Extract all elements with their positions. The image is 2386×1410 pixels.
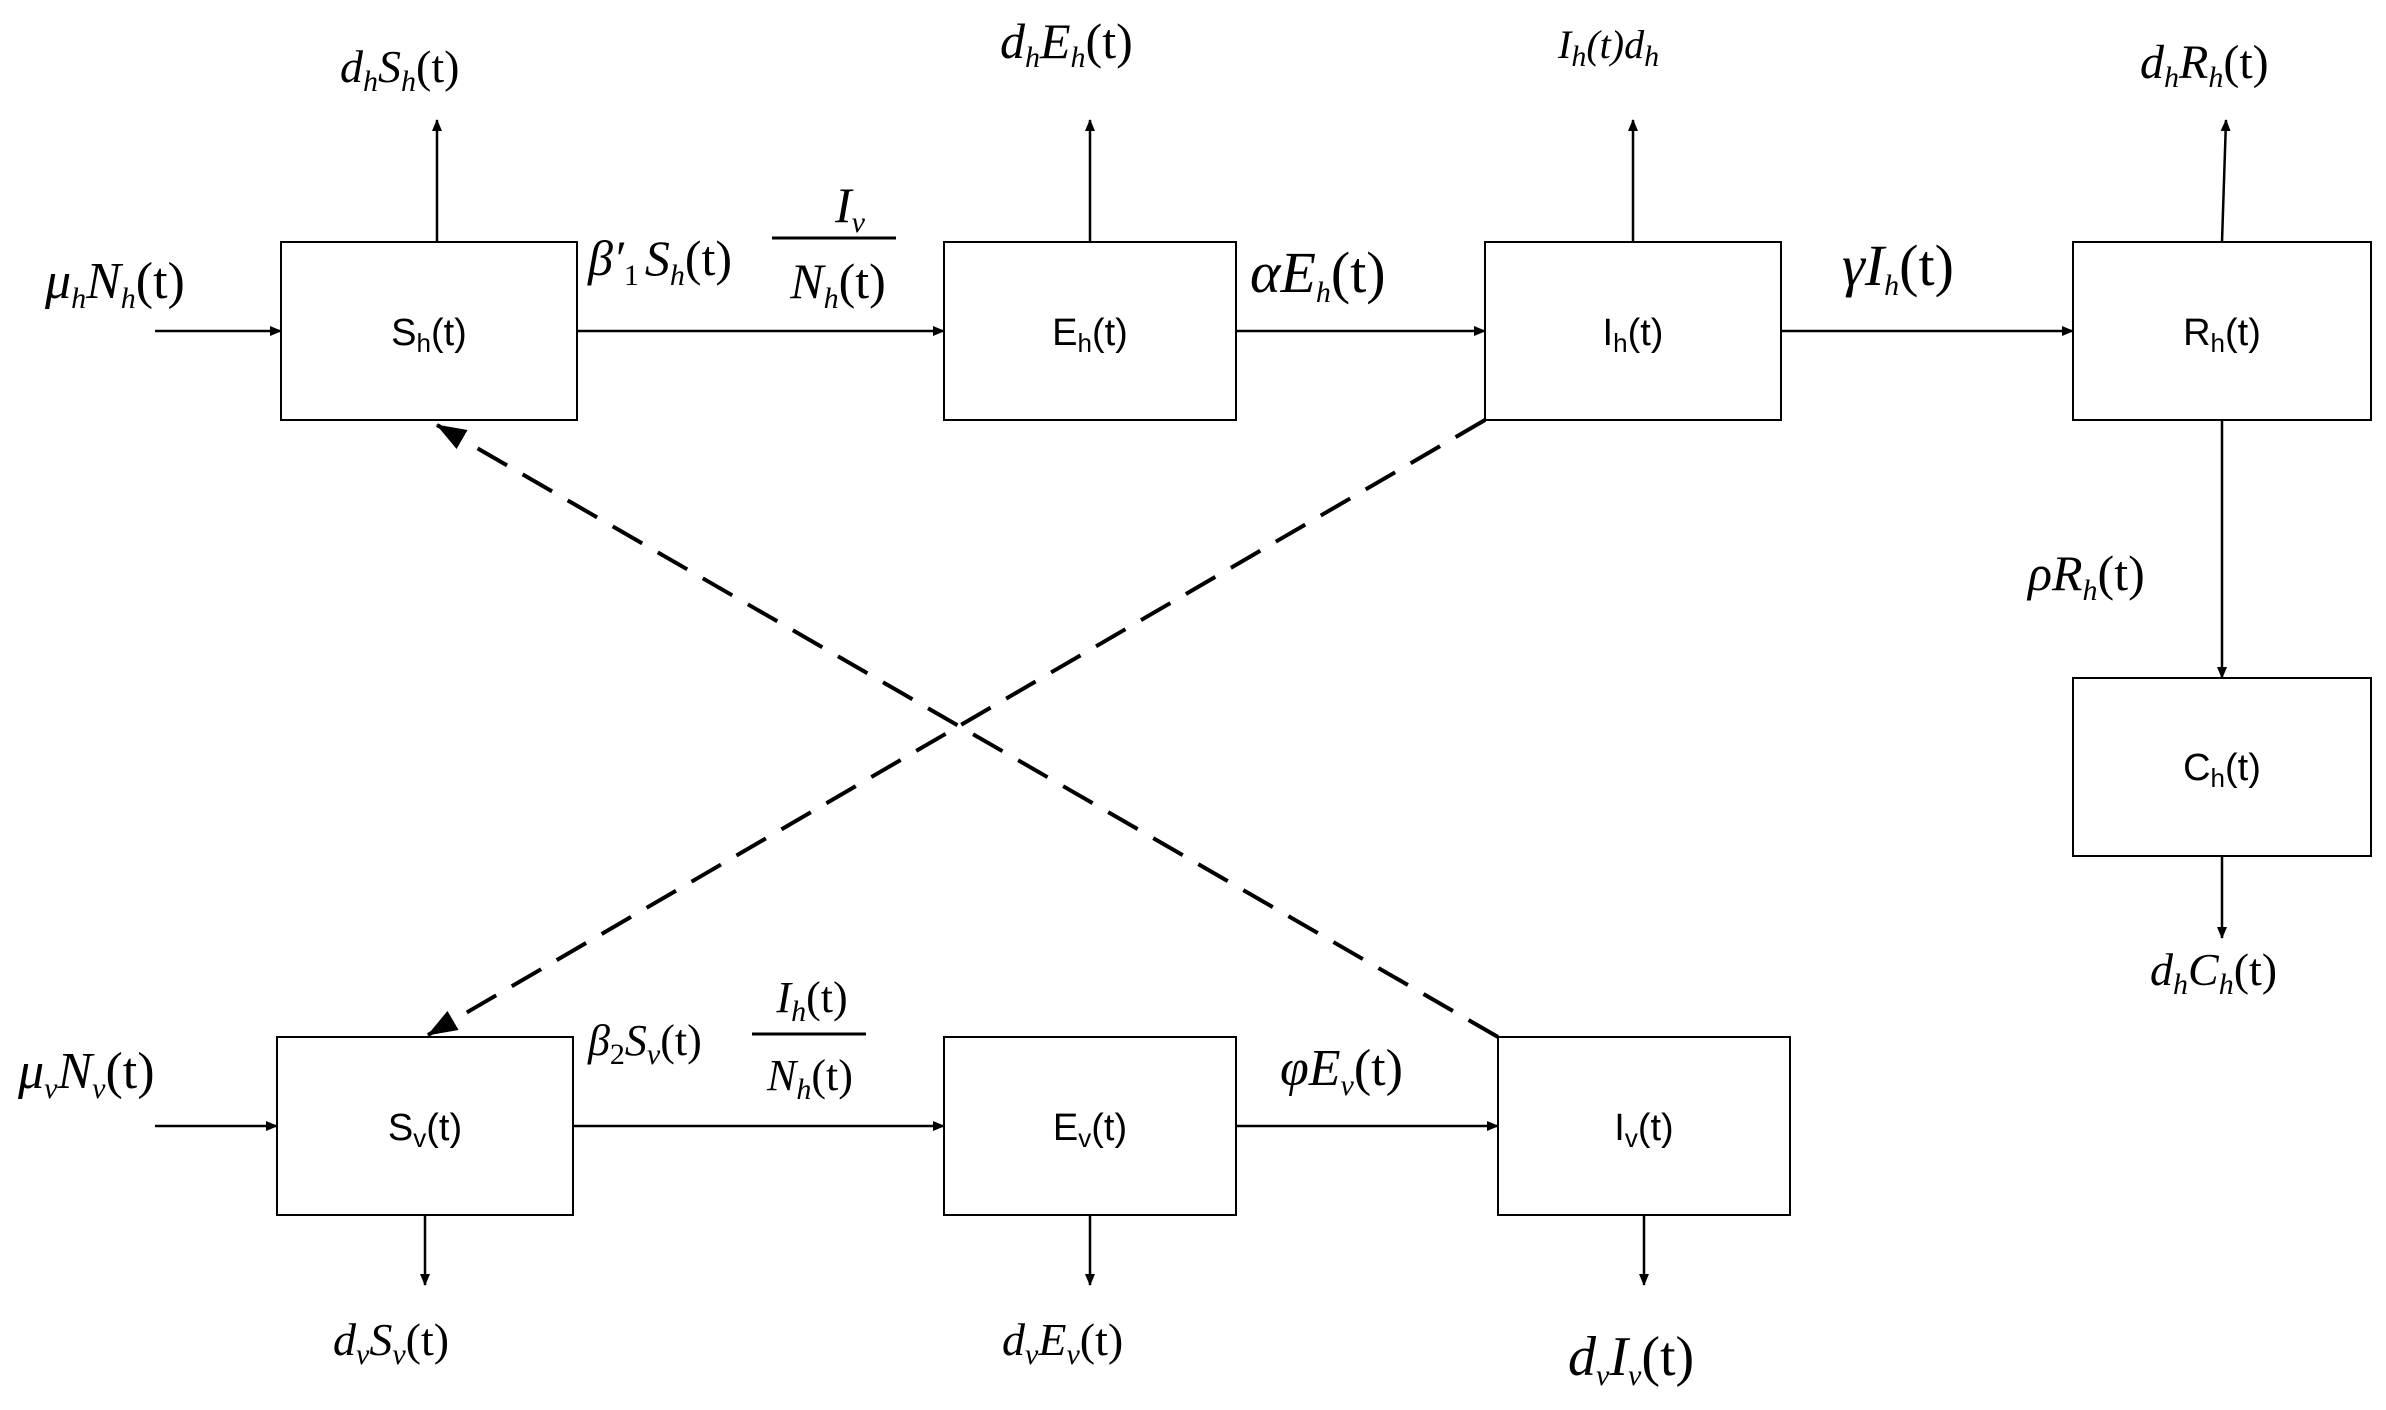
label-progression-v: φEv(t) <box>1280 1040 1403 1102</box>
label-death-Eh: dhEh(t) <box>1000 13 1133 74</box>
dashed-arrow-Iv-to-Sh <box>436 423 1499 1039</box>
svg-text:Ev(t): Ev(t) <box>1053 1107 1127 1153</box>
label-death-Ih: Ih(t)dh <box>1557 22 1659 73</box>
label-progression-h: αEh(t) <box>1250 240 1386 309</box>
svg-text:Ch(t): Ch(t) <box>2183 747 2261 793</box>
svg-text:β′1Sh(t): β′1Sh(t) <box>587 230 732 292</box>
svg-text:Iv: Iv <box>834 177 866 239</box>
dashed-arrow-Ih-to-Sv <box>426 418 1487 1037</box>
box-Sv: Sv(t) <box>276 1036 574 1216</box>
svg-text:Rh(t): Rh(t) <box>2183 312 2261 358</box>
label-death-Iv: dvIv(t) <box>1568 1326 1694 1392</box>
label-chronic-h: ρRh(t) <box>2026 545 2145 607</box>
arrow-death-Rh <box>2220 119 2231 243</box>
box-Eh: Eh(t) <box>943 241 1237 421</box>
svg-text:Eh(t): Eh(t) <box>1052 312 1128 358</box>
box-Ih: Ih(t) <box>1484 241 1782 421</box>
box-Sh: Sh(t) <box>280 241 578 421</box>
label-death-Sv: dvSv(t) <box>333 1314 449 1371</box>
box-Ch: Ch(t) <box>2072 677 2372 857</box>
label-recruitment-v: μvNv(t) <box>17 1043 155 1105</box>
label-infection-v: β2Sv(t) Ih(t) Nh(t) <box>587 973 866 1106</box>
label-recovery-h: γIh(t) <box>1842 233 1954 302</box>
svg-text:Nh(t): Nh(t) <box>766 1051 853 1106</box>
box-Rh: Rh(t) <box>2072 241 2372 421</box>
label-death-Ev: dvEv(t) <box>1002 1314 1123 1371</box>
box-Ev: Ev(t) <box>943 1036 1237 1216</box>
svg-text:Nh(t): Nh(t) <box>789 253 886 315</box>
svg-text:Sv(t): Sv(t) <box>388 1107 462 1153</box>
svg-text:Ih(t): Ih(t) <box>1603 312 1664 358</box>
box-Iv: Iv(t) <box>1497 1036 1791 1216</box>
label-death-Sh: dhSh(t) <box>340 41 459 98</box>
svg-text:Sh(t): Sh(t) <box>391 312 467 358</box>
svg-text:Iv(t): Iv(t) <box>1614 1107 1673 1153</box>
label-death-Ch: dhCh(t) <box>2150 944 2277 1001</box>
label-death-Rh: dhRh(t) <box>2140 36 2269 94</box>
svg-text:β2Sv(t): β2Sv(t) <box>587 1016 702 1071</box>
svg-text:Ih(t): Ih(t) <box>775 973 847 1028</box>
label-recruitment-h: μhNh(t) <box>44 253 185 315</box>
